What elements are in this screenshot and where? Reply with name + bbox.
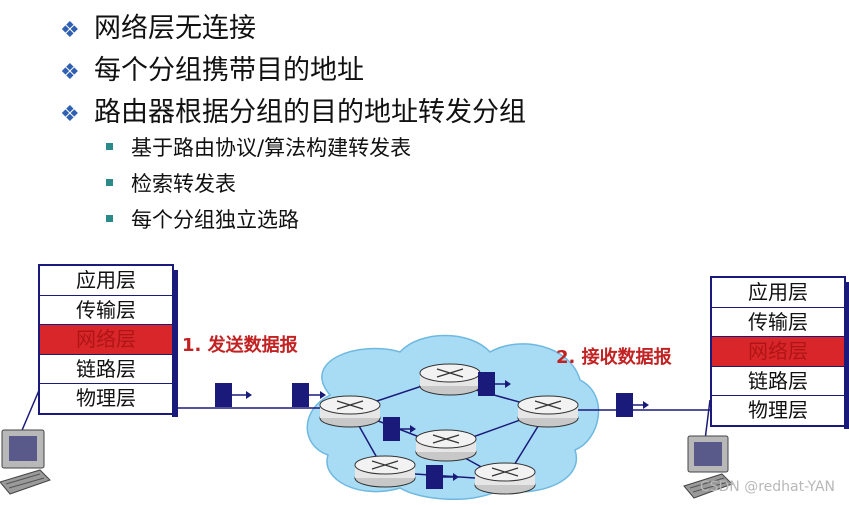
router-icon [474,462,536,495]
diamond-bullet-icon: ❖ [60,102,80,127]
bullet-item: ❖每个分组携带目的地址 [60,55,364,86]
router-icon [415,429,477,462]
layer-network: 网络层 [40,325,172,355]
right-protocol-stack: 应用层 传输层 网络层 链路层 物理层 [710,276,849,429]
packet-icon [478,372,511,396]
packet-icon [292,383,326,407]
packet-icon [616,393,649,417]
layer-application: 应用层 [40,266,172,296]
bullet-item: ❖网络层无连接 [60,13,256,44]
square-bullet-icon [106,178,113,186]
receive-datagram-label: 2. 接收数据报 [556,347,672,368]
computer-icon [0,429,51,495]
router-icon [354,455,416,488]
router-icon [419,363,481,396]
layer-link: 链路层 [712,367,844,396]
packet-icon [383,417,416,441]
left-protocol-stack: 应用层 传输层 网络层 链路层 物理层 [38,264,178,417]
sub-bullet-item: 每个分组独立选路 [106,204,299,234]
router-icon [319,395,381,428]
computer-icon [683,435,733,499]
layer-transport: 传输层 [40,296,172,325]
router-icon [517,395,579,428]
sub-bullet-item: 基于路由协议/算法构建转发表 [106,132,411,162]
bullet-item: ❖路由器根据分组的目的地址转发分组 [60,97,526,128]
square-bullet-icon [106,214,113,222]
layer-application: 应用层 [712,278,844,308]
square-bullet-icon [106,142,113,150]
layer-network: 网络层 [712,337,844,367]
layer-physical: 物理层 [748,398,808,422]
packet-icon [426,465,459,489]
diamond-bullet-icon: ❖ [60,60,80,85]
layer-transport: 传输层 [712,308,844,337]
packet-icon [215,383,252,407]
layer-link: 链路层 [40,355,172,384]
sub-bullet-item: 检索转发表 [106,168,236,198]
watermark: CSDN @redhat-YAN [699,479,835,495]
send-datagram-label: 1. 发送数据报 [182,335,298,356]
layer-physical: 物理层 [76,386,136,410]
diamond-bullet-icon: ❖ [60,18,80,43]
